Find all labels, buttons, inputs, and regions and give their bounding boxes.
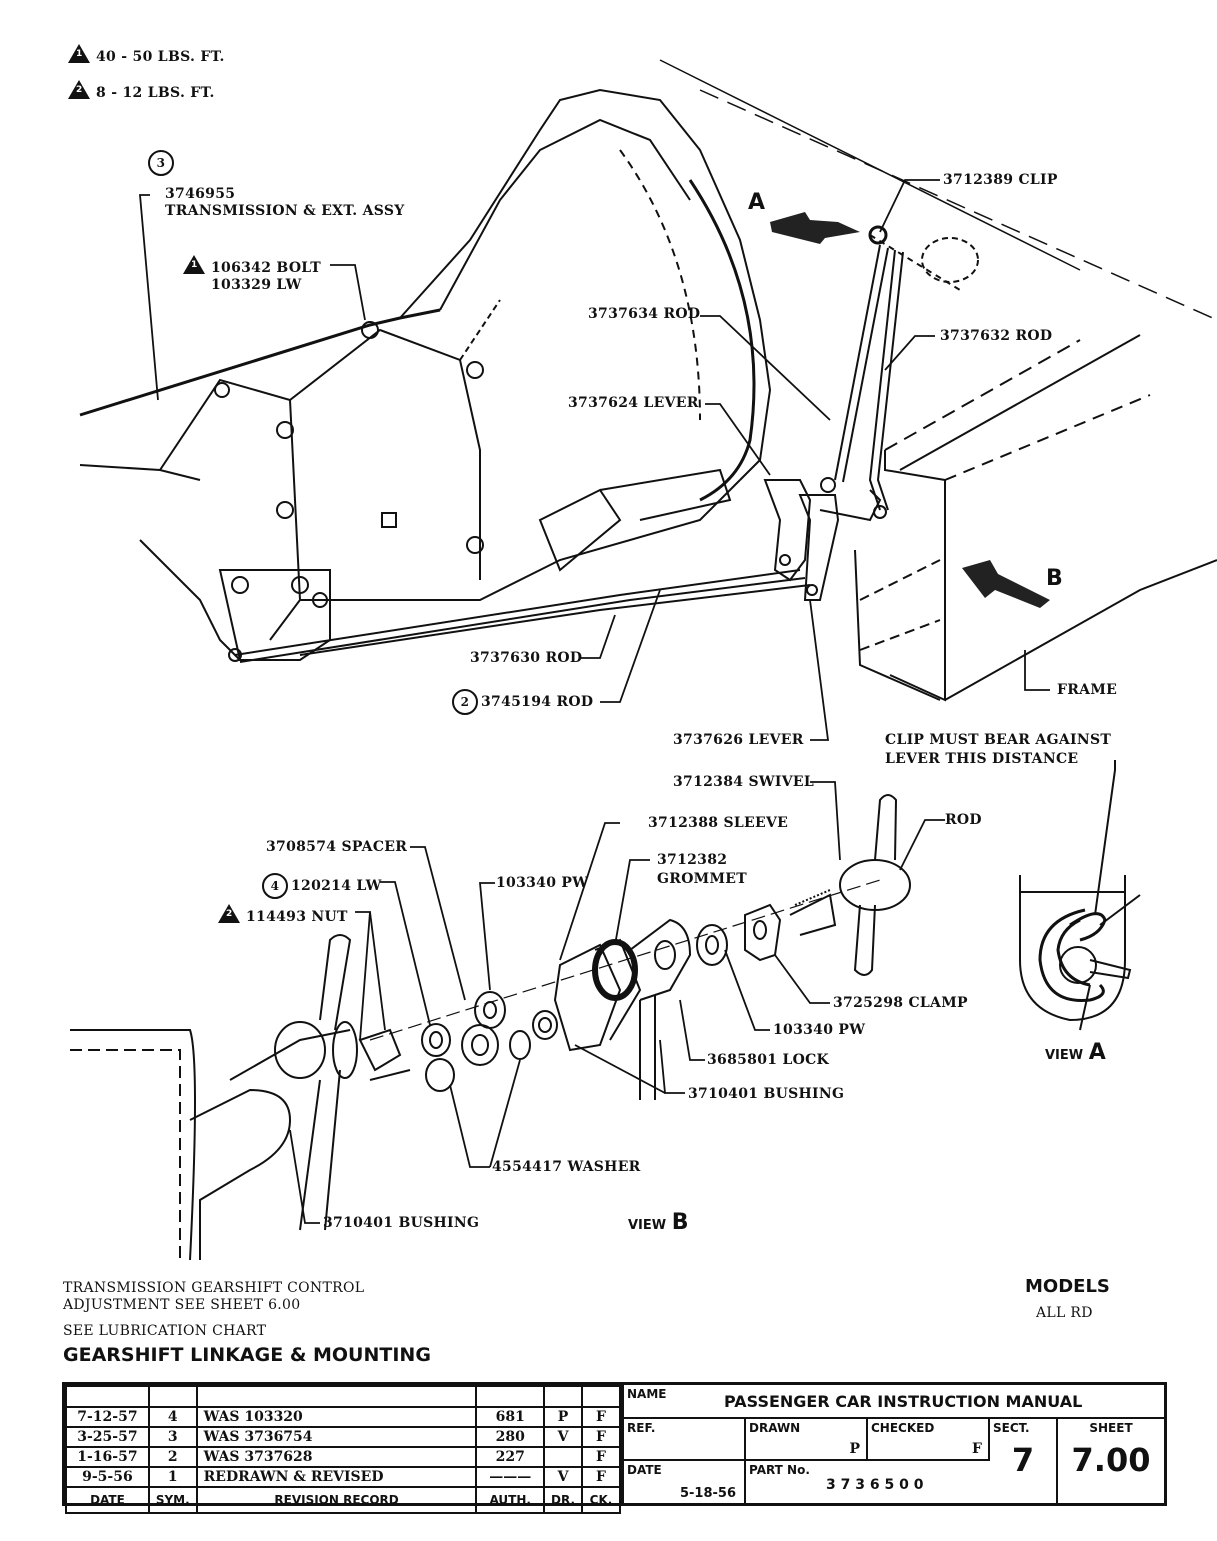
label-rod-3737634: 3737634 ROD bbox=[588, 306, 701, 322]
lever-assembly-drawing bbox=[763, 477, 887, 601]
section-number: 7 bbox=[1011, 1441, 1035, 1479]
label-rod-3737632: 3737632 ROD bbox=[940, 328, 1053, 344]
label-grommet-name: GROMMET bbox=[657, 871, 747, 887]
torque-symbol-2-icon: 2 bbox=[218, 904, 240, 923]
view-b-drawing bbox=[70, 794, 911, 1261]
date-cell: DATE 5-18-56 bbox=[624, 1461, 746, 1503]
label-bushing-left: 3710401 BUSHING bbox=[323, 1215, 480, 1231]
label-clamp: 3725298 CLAMP bbox=[833, 995, 968, 1011]
drawing-info: NAME PASSENGER CAR INSTRUCTION MANUAL RE… bbox=[621, 1385, 1164, 1503]
revision-header-row: DATE SYM. REVISION RECORD AUTH. DR. CK. bbox=[65, 1486, 621, 1514]
label-lever-3737624: 3737624 LEVER bbox=[568, 395, 699, 411]
view-a-caption: VIEW A bbox=[1045, 1040, 1106, 1065]
label-lock-washer: 103329 LW bbox=[211, 277, 302, 293]
part-number-cell: PART No. 3 7 3 6 5 0 0 bbox=[749, 1463, 924, 1493]
upper-leader-lines bbox=[139, 179, 1050, 741]
label-frame: FRAME bbox=[1057, 682, 1118, 698]
torque-symbol-1-icon: 1 bbox=[183, 255, 205, 274]
title-block: 7-12-57 4 WAS 103320 681 P F 3-25-57 3 W… bbox=[62, 1382, 1167, 1514]
label-swivel: 3712384 SWIVEL bbox=[673, 774, 815, 790]
revision-row: 9-5-56 1 REDRAWN & REVISED ——— V F bbox=[65, 1466, 621, 1488]
note-lubrication: SEE LUBRICATION CHART bbox=[63, 1323, 267, 1339]
sheet-cell: SHEET 7.00 bbox=[1058, 1419, 1164, 1503]
torque-legend-2: 2 8 - 12 LBS. FT. bbox=[68, 80, 215, 101]
label-clip: 3712389 CLIP bbox=[943, 172, 1058, 188]
revision-row: 1-16-57 2 WAS 3737628 227 F bbox=[65, 1446, 621, 1468]
checked-cell: CHECKED F bbox=[868, 1419, 990, 1461]
rods-drawing bbox=[234, 244, 904, 663]
view-b-marker: B bbox=[1046, 566, 1063, 591]
sect-cell: SECT. 7 bbox=[990, 1419, 1058, 1503]
view-a-drawing bbox=[1019, 760, 1141, 1031]
note-adjustment-line1: TRANSMISSION GEARSHIFT CONTROL bbox=[63, 1280, 365, 1296]
name-cell: NAME PASSENGER CAR INSTRUCTION MANUAL bbox=[624, 1385, 1164, 1419]
label-plain-washer-right: 103340 PW bbox=[773, 1022, 866, 1038]
revision-table: 7-12-57 4 WAS 103320 681 P F 3-25-57 3 W… bbox=[65, 1385, 621, 1514]
torque-symbol-2-icon: 2 bbox=[68, 80, 90, 99]
models-label: MODELS bbox=[1025, 1276, 1110, 1297]
label-transmission-part: 3746955 bbox=[165, 186, 236, 202]
revision-row: 7-12-57 4 WAS 103320 681 P F bbox=[65, 1406, 621, 1428]
label-grommet-part: 3712382 bbox=[657, 852, 728, 868]
arrow-a-icon bbox=[770, 212, 860, 244]
label-washer: 4554417 WASHER bbox=[492, 1159, 641, 1175]
view-a-marker: A bbox=[748, 190, 766, 215]
drawn-cell: DRAWN P bbox=[746, 1419, 868, 1461]
transmission-drawing bbox=[79, 88, 772, 662]
sheet-number: 7.00 bbox=[1071, 1441, 1151, 1479]
frame-drawing bbox=[659, 59, 1217, 702]
label-spacer: 3708574 SPACER bbox=[266, 839, 408, 855]
manual-name: PASSENGER CAR INSTRUCTION MANUAL bbox=[724, 1392, 1083, 1411]
arrow-b-icon bbox=[962, 560, 1050, 608]
label-rod-3737630: 3737630 ROD bbox=[470, 650, 583, 666]
torque-symbol-1-icon: 1 bbox=[68, 44, 90, 63]
label-bushing-right: 3710401 BUSHING bbox=[688, 1086, 845, 1102]
torque-legend-1: 1 40 - 50 LBS. FT. bbox=[68, 44, 225, 65]
ref-cell: REF. bbox=[624, 1419, 746, 1461]
label-lever-3737626: 3737626 LEVER bbox=[673, 732, 804, 748]
label-rod: ROD bbox=[945, 812, 982, 828]
label-transmission-name: TRANSMISSION & EXT. ASSY bbox=[165, 203, 405, 219]
revision-blank-row bbox=[65, 1385, 621, 1408]
view-a-note-line1: CLIP MUST BEAR AGAINST bbox=[885, 732, 1112, 748]
torque-legend-1-text: 40 - 50 LBS. FT. bbox=[96, 49, 225, 65]
view-b-caption: VIEW B bbox=[628, 1210, 689, 1235]
view-a-note-line2: LEVER THIS DISTANCE bbox=[885, 751, 1079, 767]
note-adjustment-line2: ADJUSTMENT SEE SHEET 6.00 bbox=[63, 1297, 301, 1313]
label-sleeve: 3712388 SLEEVE bbox=[648, 815, 789, 831]
revision-row: 3-25-57 3 WAS 3736754 280 V F bbox=[65, 1426, 621, 1448]
assy-revision-symbol: 3 bbox=[148, 150, 177, 176]
label-plain-washer-left: 103340 PW bbox=[496, 875, 589, 891]
models-value: ALL RD bbox=[1036, 1305, 1093, 1321]
torque-legend-2-text: 8 - 12 LBS. FT. bbox=[96, 85, 215, 101]
label-lock: 3685801 LOCK bbox=[707, 1052, 830, 1068]
view-b-leader-lines bbox=[289, 781, 945, 1224]
page-title: GEARSHIFT LINKAGE & MOUNTING bbox=[63, 1344, 431, 1366]
part-number: 3 7 3 6 5 0 0 bbox=[826, 1477, 924, 1493]
